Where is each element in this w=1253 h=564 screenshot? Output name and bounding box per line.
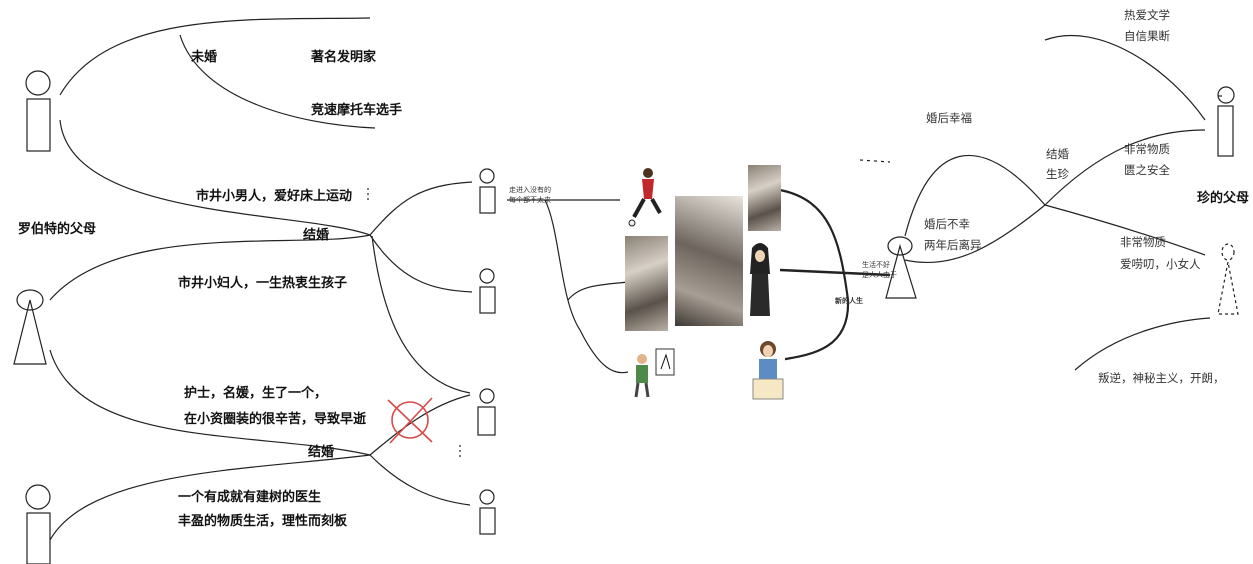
label-father-desc: 市井小男人，爱好床上运动: [196, 189, 353, 204]
note-right-1: 生活不好: [862, 261, 890, 269]
branch-happy: [904, 154, 1046, 237]
label-bottom-right: 叛逆，神秘主义，开朗，: [1098, 371, 1225, 385]
link-to-child: [544, 199, 629, 374]
label-marry-lower: 结婚: [308, 445, 335, 460]
label-father-r-2: 匮之安全: [1124, 163, 1170, 177]
note-right-2: 是人人由于: [862, 271, 897, 279]
label-inventor: 著名发明家: [311, 50, 377, 65]
label-marry-right-1: 结婚: [1046, 147, 1069, 161]
photo-girl-studying: [750, 335, 785, 405]
branch-unhappy: [904, 204, 1046, 264]
label-unhappy-2: 两年后离异: [924, 238, 982, 252]
branch-racer: [179, 34, 376, 129]
branch-child3: [371, 235, 471, 394]
label-nurse-2: 在小资圈装的很辛苦，导致早逝: [184, 412, 367, 427]
label-top-right-2: 自信果断: [1124, 29, 1170, 43]
label-doctor-1: 一个有成就有建树的医生: [178, 490, 322, 505]
photo-painter: [628, 345, 678, 399]
photo-soccer-player: [622, 165, 670, 229]
label-mother-r-2: 爱唠叨，小女人: [1120, 257, 1201, 271]
label-marry-upper: 结婚: [303, 228, 330, 243]
label-mother-desc: 市井小妇人，一生热衷生孩子: [178, 276, 348, 291]
label-nurse-1: 护士，名媛，生了一个，: [184, 386, 328, 401]
label-doctor-2: 丰盈的物质生活，理性而刻板: [178, 514, 348, 529]
label-janes-parents: 珍的父母: [1197, 191, 1250, 206]
branch-mother: [49, 234, 371, 301]
label-father-r-1: 非常物质: [1124, 142, 1170, 156]
branch-child2: [369, 234, 473, 293]
person-female-body-icon: [13, 299, 47, 365]
label-mother-r-1: 非常物质: [1120, 235, 1166, 249]
label-unmarried: 未婚: [191, 50, 218, 65]
branch-doctor: [49, 454, 371, 541]
branch-bottom-r: [1074, 317, 1211, 371]
branch-top: [59, 17, 371, 96]
branch-nurse: [49, 349, 371, 456]
person-male-body-icon-2: [26, 512, 51, 564]
branch-father: [59, 119, 371, 236]
photo-nun: [746, 240, 774, 324]
branch-to-child3: [369, 394, 471, 456]
link-to-jane: [779, 268, 891, 277]
branch-top-r: [1044, 34, 1206, 121]
photo-vintage-left: [625, 236, 668, 331]
person-male-body-icon: [26, 98, 51, 152]
person-male-head-icon: [25, 70, 51, 96]
note-left-1: 走进入没有的: [509, 186, 551, 194]
label-unhappy-1: 婚后不幸: [924, 217, 970, 231]
note-new-life: 新的人生: [835, 297, 863, 305]
note-left-2: 每个都不太来: [509, 196, 551, 204]
branch-child1: [369, 181, 473, 236]
label-top-right-1: 热爱文学: [1124, 8, 1170, 22]
photo-vintage-portrait: [748, 165, 781, 231]
photo-vintage-center: [675, 196, 743, 326]
person-female-head-icon: [16, 289, 44, 311]
person-male-head-icon-2: [25, 484, 51, 510]
link-photos-right: [779, 188, 850, 362]
branch-father-r: [1044, 129, 1206, 206]
label-roberts-parents: 罗伯特的父母: [18, 222, 97, 237]
label-marry-right-2: 生珍: [1046, 167, 1069, 181]
label-happy-marriage: 婚后幸福: [926, 111, 972, 125]
label-racer: 竞速摩托车选手: [311, 103, 403, 118]
link-mid: [567, 281, 629, 301]
branch-mother-r: [1044, 204, 1206, 256]
branch-to-child4: [369, 454, 471, 506]
crossed-circle-icon: [387, 397, 433, 444]
